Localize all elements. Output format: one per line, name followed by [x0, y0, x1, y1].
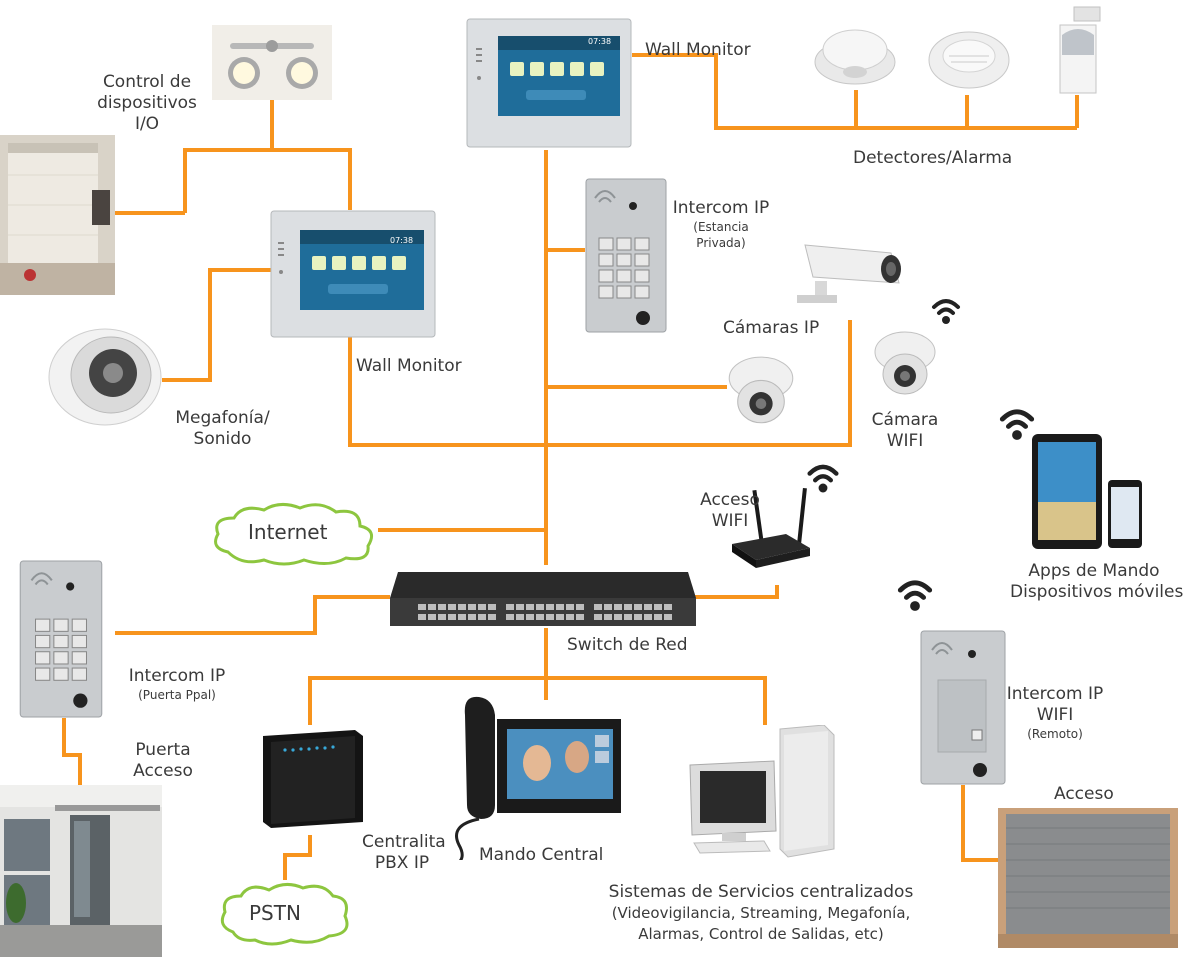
camara-wifi-line1: Cámara — [871, 410, 939, 430]
intercom-wifi-title2: WIFI — [1036, 705, 1074, 725]
smoke-detector-icon — [814, 29, 896, 85]
dome-camera-wifi-icon — [874, 331, 936, 395]
wifi-icon — [932, 299, 960, 324]
sistemas-line1: Sistemas de Servicios centralizados — [608, 882, 914, 902]
intercom-ppal-label: Intercom IP (Puerta Ppal) — [118, 666, 236, 703]
intercom-privada-title: Intercom IP — [672, 198, 770, 218]
intercom-ppal-sub: (Puerta Ppal) — [138, 688, 216, 702]
intercom-ppal-title: Intercom IP — [128, 666, 226, 686]
computer-tower-icon — [689, 725, 835, 858]
pbx-router-icon — [263, 730, 363, 828]
apps-line2: Dispositivos móviles — [1010, 582, 1184, 602]
wall-monitor-mid-label: Wall Monitor — [356, 356, 462, 376]
acceso-wifi-line2: WIFI — [711, 511, 749, 531]
puerta-label: Puerta Acceso — [118, 740, 208, 782]
spotlight-fixture-icon — [212, 25, 332, 100]
camara-wifi-label: Cámara WIFI — [870, 410, 940, 452]
centralita-label: Centralita PBX IP — [362, 832, 446, 874]
sistemas-line2: (Videovigilancia, Streaming, Megafonía, — [611, 904, 911, 922]
control-io-line3: I/O — [134, 114, 160, 134]
wifi-icon — [999, 409, 1035, 440]
wifi-access-point-icon — [732, 487, 810, 568]
megafonia-label: Megafonía/ Sonido — [160, 408, 285, 450]
wall-monitor-top-label: Wall Monitor — [645, 40, 751, 60]
intercom-wifi-label: Intercom IP WIFI (Remoto) — [1005, 684, 1105, 742]
monitor-mid-time: 07:38 — [390, 236, 414, 245]
tablet-phone-icon — [1032, 434, 1142, 549]
control-io-line2: dispositivos — [97, 93, 197, 113]
window-blind-photo — [0, 135, 115, 295]
dome-camera-icon — [728, 356, 794, 424]
monitor-top-time: 07:38 — [588, 37, 612, 46]
apps-label: Apps de Mando Dispositivos móviles — [1010, 561, 1184, 603]
ceiling-speaker-icon — [48, 328, 162, 426]
garage-door-photo — [998, 808, 1178, 948]
pstn-cloud — [220, 883, 349, 946]
switch-label: Switch de Red — [567, 635, 688, 655]
apps-line1: Apps de Mando — [1028, 561, 1160, 581]
smoke-detector-icon — [928, 31, 1010, 89]
sistemas-line3: Alarmas, Control de Salidas, etc) — [638, 925, 884, 943]
internet-cloud — [214, 503, 374, 566]
wall-monitor-top-device — [466, 18, 632, 148]
intercom-wifi-sub: (Remoto) — [1027, 727, 1083, 741]
acceso-label: Acceso — [1054, 784, 1114, 804]
intercom-wifi-device — [920, 630, 1006, 785]
intercom-privada-device — [585, 178, 667, 333]
intercom-wifi-title1: Intercom IP — [1006, 684, 1104, 704]
puerta-line1: Puerta — [135, 740, 191, 760]
intercom-ppal-device — [19, 560, 103, 718]
intercom-privada-sub1: (Estancia — [693, 220, 749, 234]
central-ip-phone-icon — [455, 696, 621, 860]
camara-wifi-line2: WIFI — [886, 431, 924, 451]
acceso-wifi-line1: Acceso — [700, 490, 760, 510]
centralita-line1: Centralita — [362, 832, 446, 852]
house-door-photo — [0, 785, 162, 957]
intercom-privada-label: Intercom IP (Estancia Privada) — [671, 198, 771, 251]
detectores-label: Detectores/Alarma — [853, 148, 1013, 168]
control-io-line1: Control de — [102, 72, 192, 92]
intercom-privada-sub2: Privada) — [696, 236, 746, 250]
network-switch-icon — [390, 572, 696, 626]
pstn-label: PSTN — [249, 901, 301, 925]
megafonia-line1: Megafonía/ — [175, 408, 270, 428]
puerta-line2: Acceso — [133, 761, 193, 781]
centralita-line2: PBX IP — [374, 853, 430, 873]
motion-sensor-icon — [1059, 6, 1101, 94]
internet-label: Internet — [248, 520, 328, 544]
wifi-icon — [897, 580, 933, 611]
camaras-ip-label: Cámaras IP — [723, 318, 820, 338]
control-io-label: Control de dispositivos I/O — [88, 72, 206, 135]
wall-monitor-mid-device — [270, 210, 436, 338]
wifi-icon — [807, 464, 839, 493]
acceso-wifi-label: Acceso WIFI — [690, 490, 770, 532]
bullet-camera-icon — [797, 244, 901, 303]
mando-central-label: Mando Central — [479, 845, 604, 865]
sistemas-label: Sistemas de Servicios centralizados (Vid… — [576, 882, 946, 945]
megafonia-line2: Sonido — [193, 429, 252, 449]
